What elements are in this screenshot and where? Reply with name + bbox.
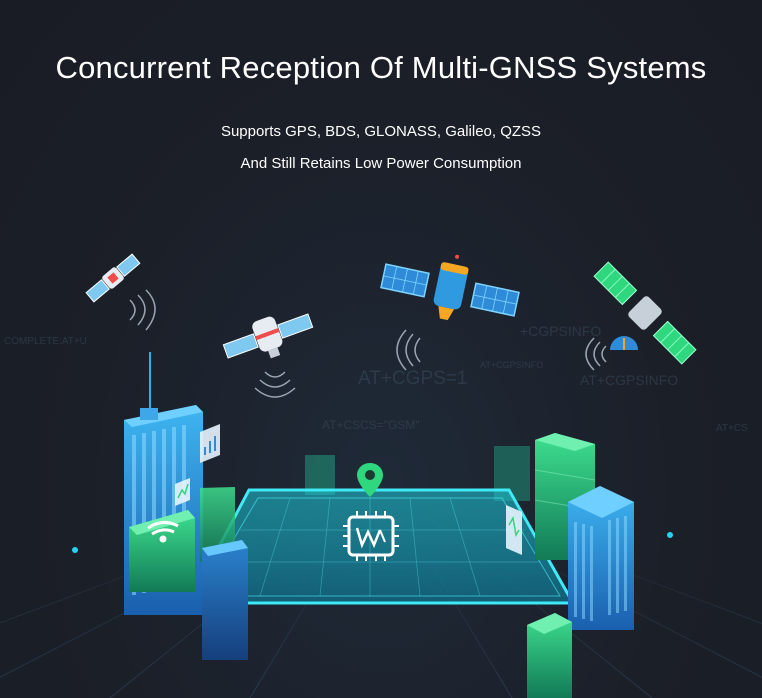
page-title: Concurrent Reception Of Multi-GNSS Syste… [55,50,707,85]
map-pin-icon [357,463,383,497]
satellite-4-icon [593,261,697,365]
satellite-4-dish-icon [610,336,638,350]
bg-command-cs: AT+CS [716,423,748,434]
light-poles [72,352,673,553]
waveshare-chip-icon [343,511,399,561]
subtitle-power: And Still Retains Low Power Consumption [240,155,522,172]
left-pillar [202,540,248,660]
bg-command-cgpsinfo-right: AT+CGPSINFO [580,372,679,388]
right-line-chart-icon [506,505,522,555]
signal-waves-4 [585,337,607,371]
satellite-2-icon [222,313,314,359]
line-chart-icon [175,478,190,506]
chart-panel-icon [200,424,220,463]
right-front-block [527,613,572,698]
wifi-box [129,510,195,592]
wifi-icon [147,521,179,543]
bg-command-cscs: AT+CSCS="GSM" [322,418,420,432]
bg-command-small: AT+CGPSINFO [480,360,544,370]
bg-building-1 [305,455,335,495]
right-tower [568,486,634,630]
signal-waves-3 [396,329,421,371]
signal-waves-1 [129,289,156,331]
signal-waves-2 [254,371,296,398]
satellite-1-icon [85,253,141,303]
satellite-3-icon [380,254,520,321]
bg-command-cgps: AT+CGPS=1 [358,368,468,389]
subtitle-systems: Supports GPS, BDS, GLONASS, Galileo, QZS… [220,123,542,140]
bg-command-complete: COMPLETE:AT+U [4,336,87,347]
bg-command-cgpsinfo-top: +CGPSINFO [520,323,602,339]
